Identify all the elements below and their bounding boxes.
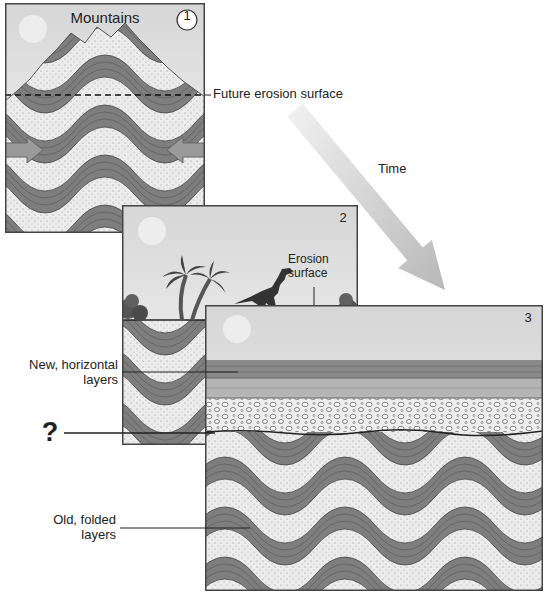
- diagram-panel: 3: [205, 305, 543, 591]
- panel-number: 1: [177, 9, 197, 24]
- panel-number: 2: [332, 211, 354, 226]
- panel-label: Erosion surface: [288, 253, 354, 281]
- question-mark: ?: [38, 417, 62, 448]
- callout-label: Old, folded layers: [22, 513, 116, 543]
- callout-label: New, horizontal layers: [22, 358, 118, 388]
- callout-label: Time: [378, 162, 438, 177]
- unconformity-panel: [205, 305, 543, 591]
- panel-number: 3: [517, 311, 539, 326]
- mountain-panel: [5, 3, 205, 233]
- callout-label: Future erosion surface: [213, 87, 383, 102]
- panel-title: Mountains: [5, 9, 205, 26]
- diagram-panel: Mountains1: [5, 3, 205, 233]
